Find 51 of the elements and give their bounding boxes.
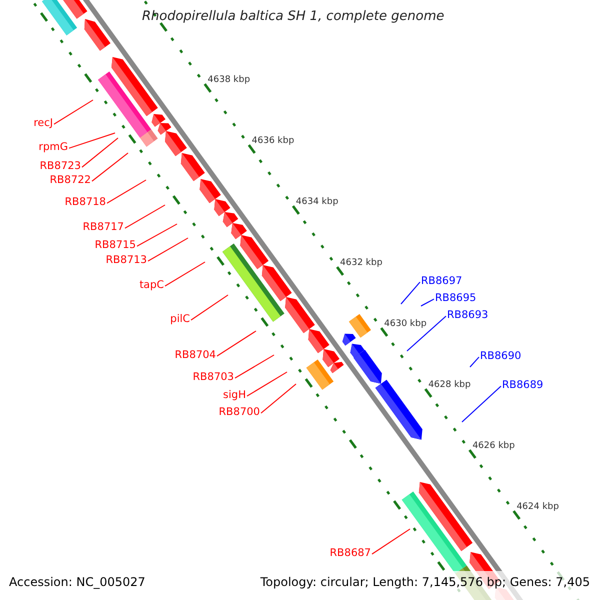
gene-label: RB8717 bbox=[82, 221, 124, 234]
leader-line bbox=[124, 204, 166, 229]
leader-line bbox=[462, 386, 502, 422]
gene-label: RB8697 bbox=[421, 275, 462, 288]
gene-label: pilC bbox=[170, 313, 190, 326]
gene-label: RB8695 bbox=[435, 292, 476, 305]
scale-label: 4638 kbp bbox=[208, 74, 250, 87]
leader-line bbox=[216, 330, 256, 357]
gene-label: RB8704 bbox=[174, 349, 216, 362]
leader-line bbox=[148, 238, 188, 262]
leader-line bbox=[470, 356, 480, 368]
leader-line bbox=[82, 138, 118, 168]
scale-label: 4634 kbp bbox=[296, 196, 338, 209]
gene-label: tapC bbox=[139, 279, 164, 292]
leader-line bbox=[54, 100, 94, 125]
gene-label: RB8718 bbox=[64, 196, 106, 209]
gene-label: RB8700 bbox=[218, 406, 260, 419]
leader-line bbox=[234, 354, 274, 379]
scale-label: 4630 kbp bbox=[384, 318, 427, 331]
gene-label: rpmG bbox=[38, 141, 68, 154]
gene-label: RB8723 bbox=[40, 160, 81, 173]
leader-line bbox=[190, 294, 228, 321]
leader-line bbox=[246, 372, 288, 397]
leader-line bbox=[372, 528, 410, 555]
gene-label: RB8713 bbox=[106, 254, 147, 267]
accession-text: Accession: NC_005027 bbox=[9, 574, 146, 590]
leader-line bbox=[260, 384, 296, 414]
leader-line bbox=[164, 262, 206, 287]
leader-line bbox=[106, 180, 146, 204]
gene-label: RB8690 bbox=[480, 350, 522, 363]
gene-label: RB8715 bbox=[94, 239, 136, 252]
leader-line bbox=[406, 316, 446, 352]
genome-info-text: Topology: circular; Length: 7,145,576 bp; Genes: 7,405 bbox=[260, 574, 590, 590]
scale-label: 4636 kbp bbox=[252, 135, 294, 148]
chart-title: Rhodopirellula baltica SH 1, complete genome bbox=[142, 9, 444, 25]
leader-line bbox=[420, 298, 434, 306]
leader-line bbox=[68, 132, 116, 149]
leader-line bbox=[400, 282, 420, 304]
scale-label: 4632 kbp bbox=[340, 257, 382, 270]
gene-label: RB8703 bbox=[192, 371, 234, 384]
gene-label: RB8722 bbox=[50, 174, 91, 187]
leader-line bbox=[92, 152, 128, 182]
scale-label: 4626 kbp bbox=[472, 440, 515, 453]
gene-label: RB8687 bbox=[330, 547, 371, 560]
gene-label: sigH bbox=[223, 389, 246, 402]
gene-label: RB8693 bbox=[447, 309, 488, 322]
scale-label: 4624 kbp bbox=[516, 501, 559, 514]
scale-label: 4628 kbp bbox=[428, 379, 471, 392]
gene-label: RB8689 bbox=[502, 379, 544, 392]
leader-line bbox=[136, 224, 178, 247]
gene-label: recJ bbox=[34, 117, 53, 130]
